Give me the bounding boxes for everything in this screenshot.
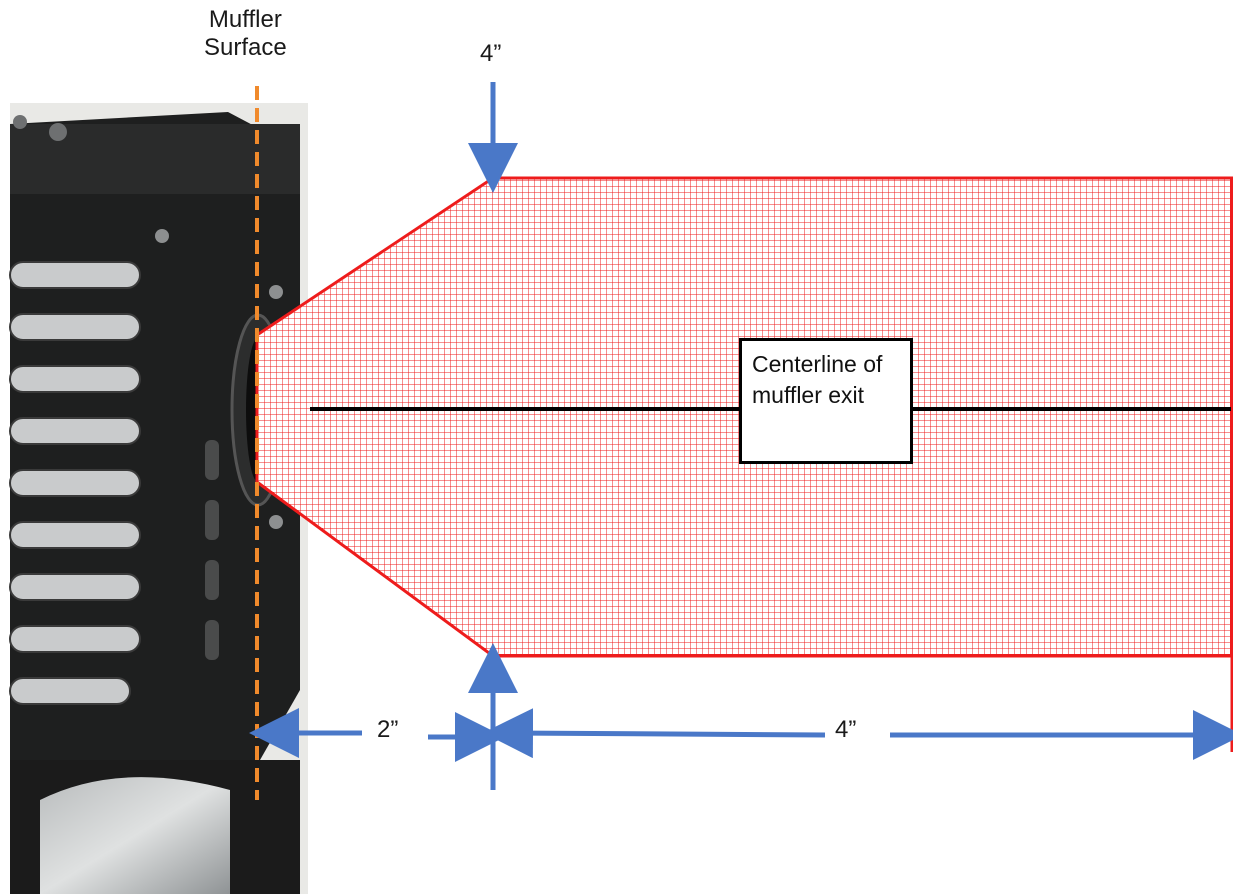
centerline-callout: Centerline of muffler exit (739, 338, 913, 464)
engine-photo (9, 103, 308, 894)
cooling-slots (9, 261, 141, 705)
muffler-surface-label: Muffler Surface (204, 6, 287, 62)
top-dimension-label: 4” (480, 40, 502, 67)
muffler-surface-label-line1: Muffler (208, 6, 282, 33)
offset-dimension-label: 2” (377, 716, 399, 743)
dimension-arrows (249, 82, 1233, 790)
side-slots (205, 440, 219, 660)
length-dimension-label: 4” (835, 716, 857, 743)
length-arrow-left (483, 708, 826, 759)
muffler-surface-label-line2: Surface (204, 34, 287, 61)
